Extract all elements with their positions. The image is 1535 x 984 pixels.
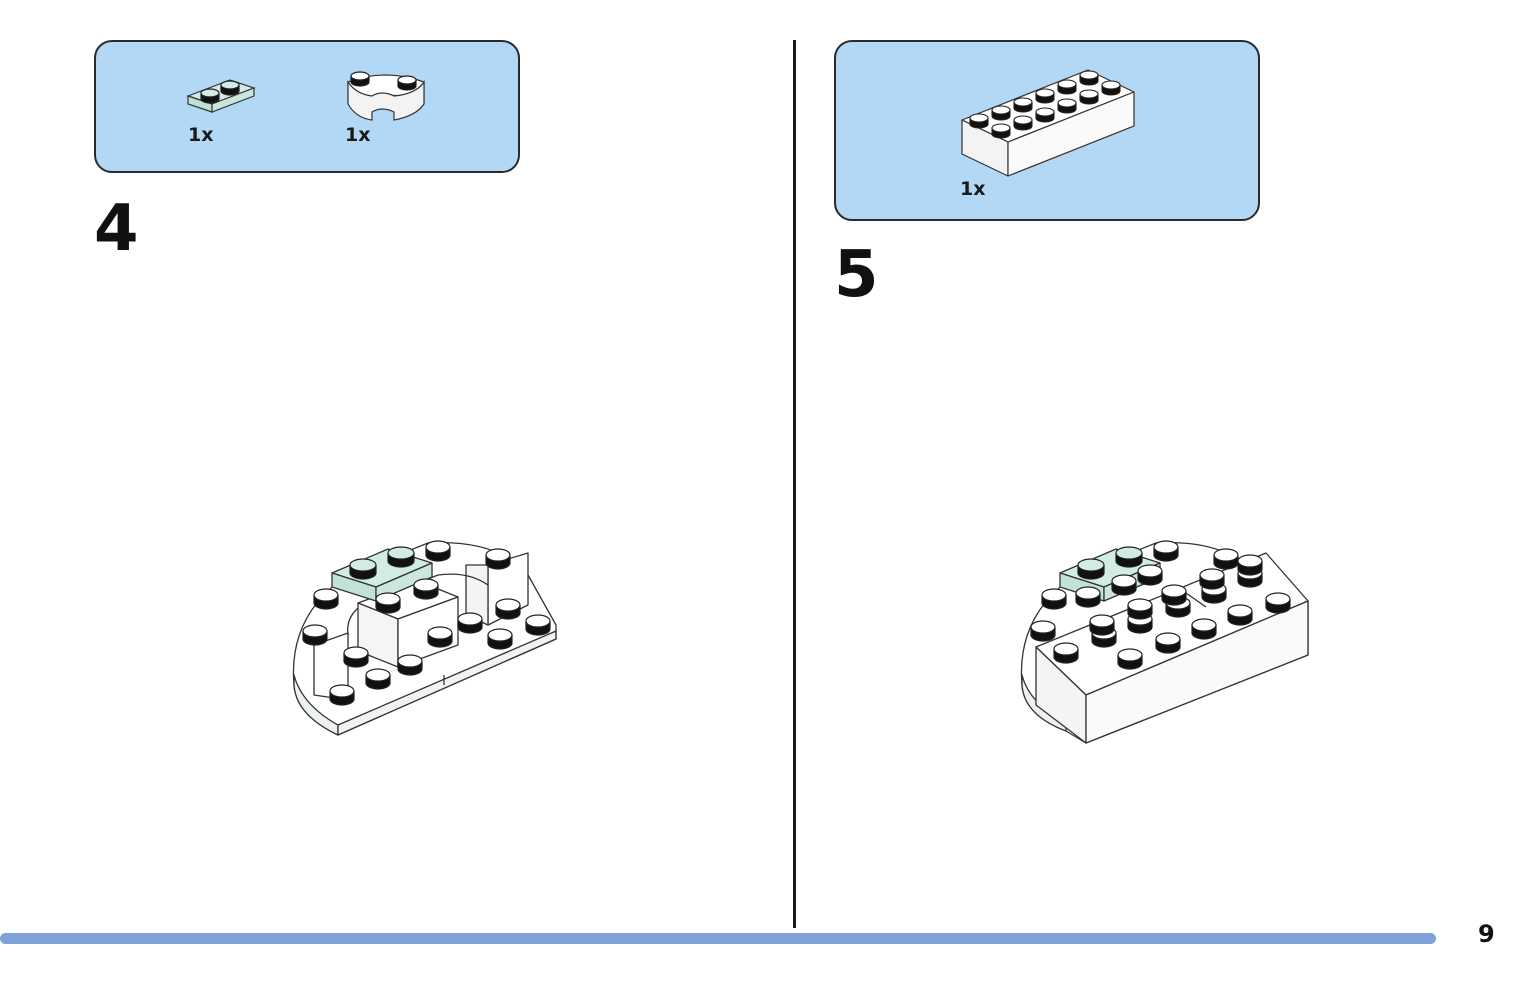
step-4-part-2-qty: 1x (345, 124, 371, 146)
white-brick-2x6-icon (961, 69, 1135, 177)
step-4-parts-box: 1x 1x (94, 40, 520, 173)
step-4-part-1-qty: 1x (188, 124, 214, 146)
page-number: 9 (1478, 920, 1495, 948)
step-4-number: 4 (94, 192, 139, 266)
step-5-number: 5 (834, 238, 879, 312)
mint-plate-1x2-icon (186, 79, 256, 113)
step-5-part-1-qty: 1x (960, 178, 986, 200)
page-divider (793, 40, 796, 928)
white-curved-brick-icon (347, 71, 425, 121)
step-4-model-illustration (292, 540, 557, 736)
footer-bar (0, 933, 1436, 944)
step-5-model-illustration (1020, 540, 1309, 744)
step-5-parts-box: 1x (834, 40, 1260, 221)
